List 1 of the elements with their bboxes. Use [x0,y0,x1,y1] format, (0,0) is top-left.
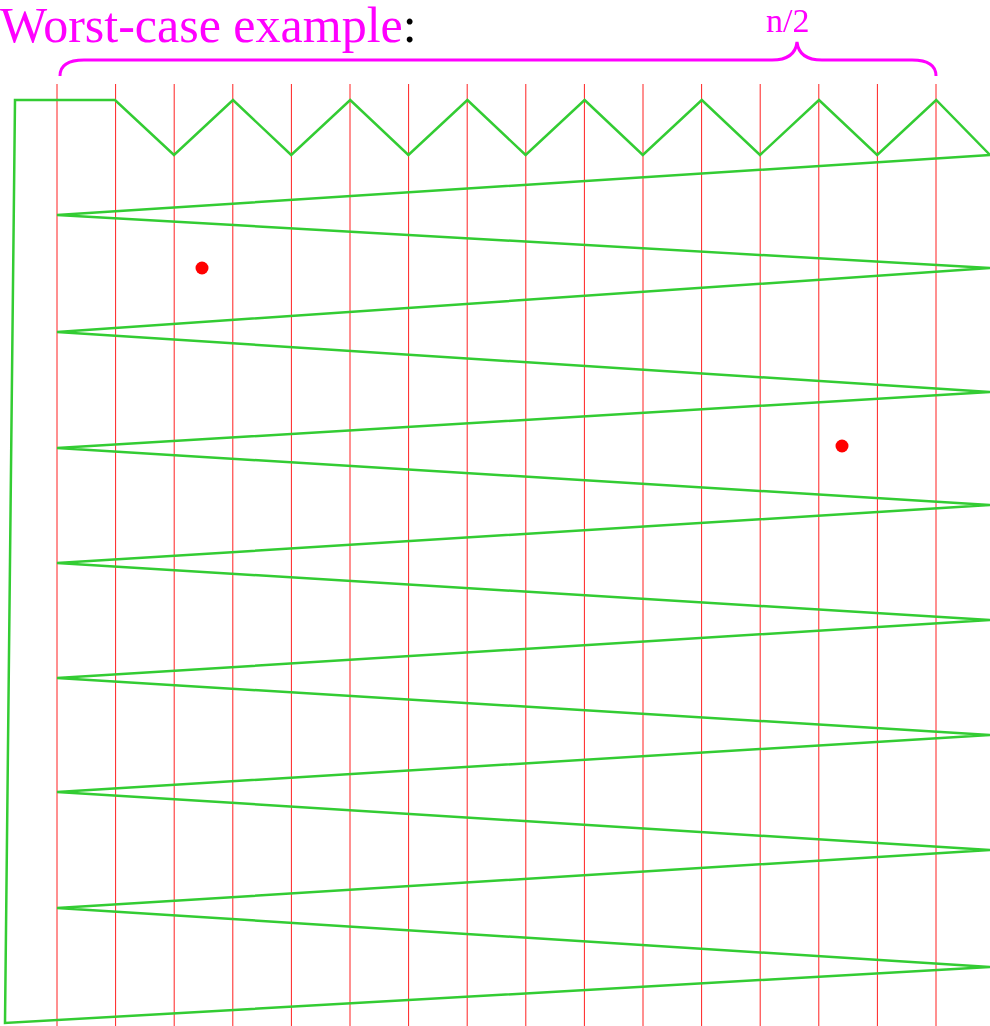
brace-label: n/2 [766,4,810,38]
